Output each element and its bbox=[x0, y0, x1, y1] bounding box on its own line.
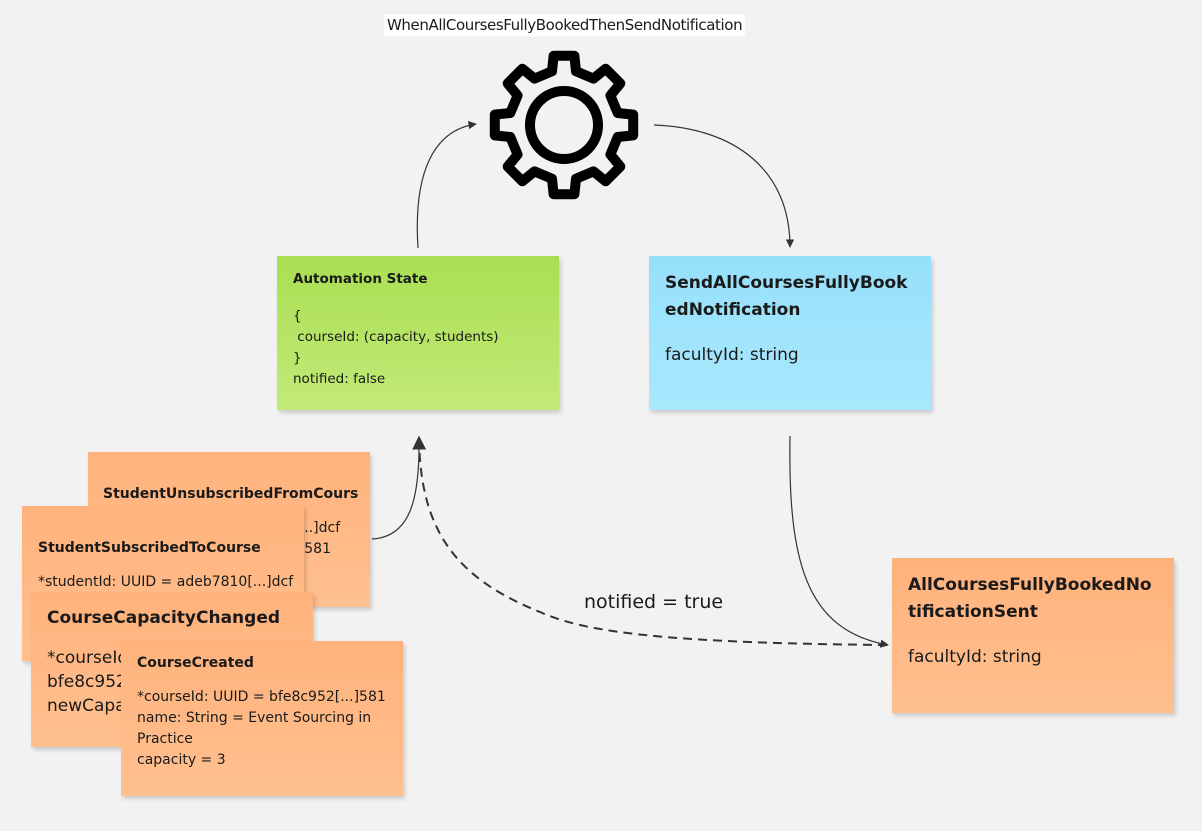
gear-icon bbox=[489, 50, 639, 200]
arrow-events-to-state bbox=[371, 436, 424, 540]
note-title: AllCoursesFullyBookedNotificationSent bbox=[908, 575, 1152, 622]
note-title: StudentSubscribedToCourse bbox=[38, 540, 261, 556]
dashed-arrow-event-to-state bbox=[412, 435, 888, 646]
command-note: SendAllCoursesFullyBookedNotification fa… bbox=[649, 256, 931, 410]
note-title: SendAllCoursesFullyBookedNotification bbox=[665, 273, 908, 320]
event-note-notification-sent: AllCoursesFullyBookedNotificationSent fa… bbox=[892, 558, 1174, 713]
note-title: Automation State bbox=[293, 271, 428, 287]
note-title: CourseCreated bbox=[137, 655, 254, 671]
arrow-automation-to-command bbox=[653, 124, 795, 248]
arrow-state-to-automation bbox=[416, 120, 477, 249]
note-title: StudentUnsubscribedFromCours bbox=[103, 486, 359, 502]
automation-state-note: Automation State { courseId: (capacity, … bbox=[277, 256, 559, 410]
event-note-course-created: CourseCreated *courseId: UUID = bfe8c952… bbox=[121, 641, 403, 796]
diagram-title: WhenAllCoursesFullyBookedThenSendNotific… bbox=[384, 14, 746, 36]
note-body: *courseId: UUID = bfe8c952[...]581 name:… bbox=[137, 689, 386, 768]
arrow-command-to-event bbox=[789, 435, 889, 648]
note-body: facultyId: string bbox=[908, 647, 1042, 667]
note-body: *courseId bfe8c952 newCapa bbox=[47, 648, 129, 716]
note-title: CourseCapacityChanged bbox=[47, 608, 281, 628]
note-body: { courseId: (capacity, students) } notif… bbox=[293, 308, 499, 387]
note-body: *studentId: UUID = adeb7810[...]dcf bbox=[38, 574, 294, 590]
dashed-arrow-label: notified = true bbox=[584, 591, 724, 613]
note-body: facultyId: string bbox=[665, 345, 799, 365]
